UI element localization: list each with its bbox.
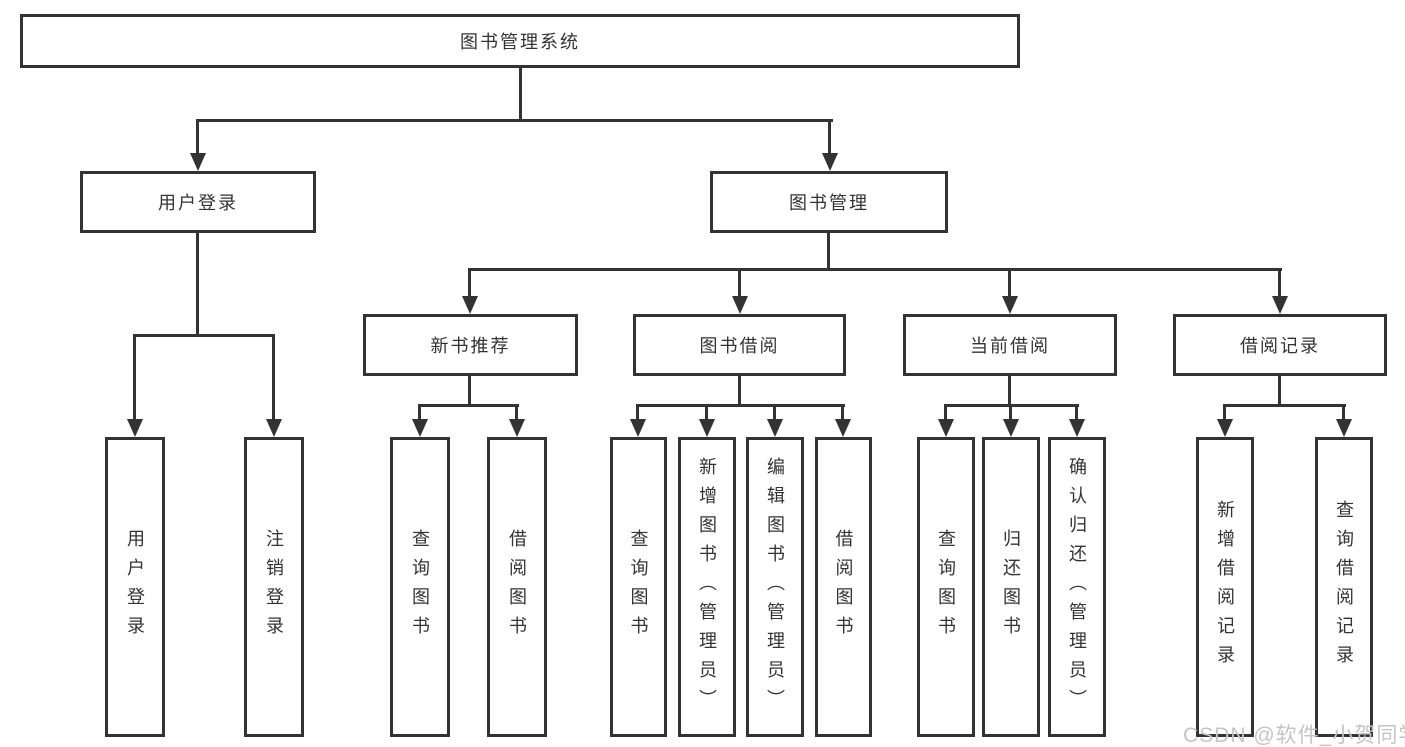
node-root-system: 图书管理系统 <box>20 14 1020 68</box>
arrow-down-icon <box>1272 296 1288 314</box>
leaf-edit-books-admin: 编辑图书（管理员） <box>746 437 804 737</box>
arrow-down-icon <box>266 419 282 437</box>
connector-drop-user-login <box>196 119 199 155</box>
connector-drop <box>773 404 776 420</box>
leaf-user-login: 用户登录 <box>105 437 165 737</box>
arrow-down-icon <box>630 419 646 437</box>
leaf-logout: 注销登录 <box>244 437 304 737</box>
leaf-add-books-admin: 新增图书（管理员） <box>678 437 736 737</box>
connector-drop <box>636 404 639 420</box>
connector-book-borrow-rail <box>636 404 845 407</box>
connector-drop-borrow-records <box>1278 268 1281 298</box>
arrow-down-icon <box>822 153 838 171</box>
leaf-add-borrow-record: 新增借阅记录 <box>1196 437 1254 737</box>
connector-drop-leaf-logout <box>272 334 275 420</box>
node-new-book-recommend: 新书推荐 <box>363 314 578 376</box>
connector-user-login-rail <box>133 334 275 337</box>
leaf-return-books: 归还图书 <box>982 437 1040 737</box>
leaf-borrow-books: 借阅图书 <box>815 437 872 737</box>
arrow-down-icon <box>1002 296 1018 314</box>
connector-book-borrow-stem <box>738 375 741 406</box>
connector-borrow-records-stem <box>1278 375 1281 406</box>
arrow-down-icon <box>1217 419 1233 437</box>
node-user-login: 用户登录 <box>80 171 316 233</box>
connector-new-book-stem <box>468 375 471 406</box>
connector-user-login-stem <box>196 232 199 337</box>
connector-drop-new-book <box>468 268 471 298</box>
arrow-down-icon <box>1336 419 1352 437</box>
csdn-watermark: CSDN @软件_小贺同学 <box>1183 724 1405 747</box>
arrow-down-icon <box>1003 419 1019 437</box>
leaf-borrow-books-recommend: 借阅图书 <box>487 437 547 737</box>
connector-drop <box>1223 404 1226 420</box>
connector-drop <box>705 404 708 420</box>
connector-drop <box>515 404 518 420</box>
arrow-down-icon <box>835 419 851 437</box>
leaf-query-books-recommend: 查询图书 <box>390 437 450 737</box>
arrow-down-icon <box>127 419 143 437</box>
connector-drop-leaf-user-login <box>133 334 136 420</box>
arrow-down-icon <box>699 419 715 437</box>
leaf-query-books-borrow: 查询图书 <box>610 437 667 737</box>
connector-drop-book-borrow <box>738 268 741 298</box>
node-book-borrow: 图书借阅 <box>633 314 846 376</box>
connector-book-management-stem <box>827 232 830 270</box>
node-book-management: 图书管理 <box>710 171 948 233</box>
connector-borrow-records-rail <box>1223 404 1346 407</box>
node-borrow-records: 借阅记录 <box>1173 314 1387 376</box>
connector-level3-rail <box>468 268 1282 271</box>
leaf-query-borrow-record: 查询借阅记录 <box>1315 437 1373 737</box>
arrow-down-icon <box>190 153 206 171</box>
connector-drop <box>418 404 421 420</box>
connector-level1-rail <box>196 119 833 122</box>
connector-current-borrow-stem <box>1008 375 1011 406</box>
arrow-down-icon <box>1069 419 1085 437</box>
arrow-down-icon <box>938 419 954 437</box>
connector-drop <box>841 404 844 420</box>
connector-new-book-rail <box>418 404 519 407</box>
leaf-query-books-current: 查询图书 <box>917 437 975 737</box>
connector-drop <box>1342 404 1345 420</box>
connector-drop <box>944 404 947 420</box>
node-current-borrow: 当前借阅 <box>903 314 1117 376</box>
leaf-confirm-return-admin: 确认归还（管理员） <box>1048 437 1106 737</box>
connector-root-stem <box>519 67 522 121</box>
connector-drop-book-management <box>828 119 831 155</box>
connector-drop <box>1075 404 1078 420</box>
arrow-down-icon <box>509 419 525 437</box>
arrow-down-icon <box>767 419 783 437</box>
connector-drop <box>1009 404 1012 420</box>
arrow-down-icon <box>732 296 748 314</box>
arrow-down-icon <box>462 296 478 314</box>
arrow-down-icon <box>412 419 428 437</box>
connector-drop-current-borrow <box>1008 268 1011 298</box>
